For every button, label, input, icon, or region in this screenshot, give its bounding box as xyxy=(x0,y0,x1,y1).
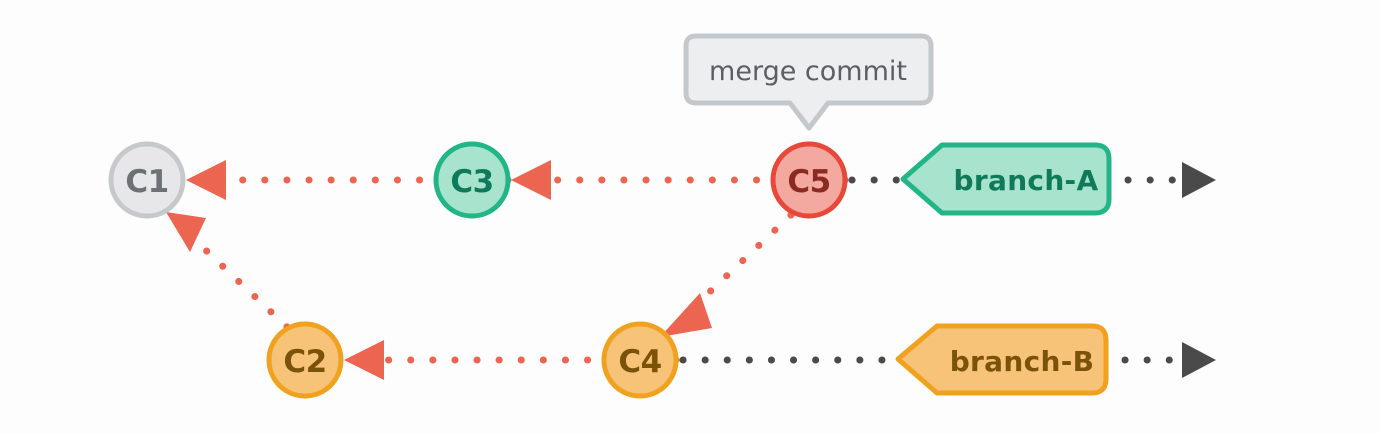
branch-b-label: branch-B xyxy=(950,345,1095,378)
edge-c4-to-c2 xyxy=(344,340,680,380)
c4-circle xyxy=(601,321,679,399)
c3-label: C3 xyxy=(450,164,493,200)
branch-a-shape xyxy=(900,142,1112,216)
commit-node-c1[interactable]: C1 xyxy=(108,141,186,219)
commit-node-c2[interactable]: C2 xyxy=(266,321,344,399)
c2-circle xyxy=(266,321,344,399)
c5-circle xyxy=(770,141,848,219)
head-arrow-a xyxy=(1182,162,1216,198)
edge-c2-to-c1 xyxy=(166,212,291,331)
edge-c5-to-c4 xyxy=(660,211,795,337)
branch-tag-branch-a[interactable]: branch-A xyxy=(900,142,1112,216)
c5-label: C5 xyxy=(787,164,830,200)
c1-label: C1 xyxy=(125,164,168,200)
edge-branch-b-to-head xyxy=(1121,342,1216,378)
head-arrow-b xyxy=(1182,342,1216,378)
branch-b-shape xyxy=(895,323,1109,396)
edge-c5-to-c3 xyxy=(511,160,849,200)
edge-branch-a-to-head xyxy=(1124,162,1216,198)
tooltip-bubble xyxy=(683,33,934,131)
c3-circle xyxy=(433,141,511,219)
c1-circle xyxy=(108,141,186,219)
merge-commit-tooltip: merge commit xyxy=(683,33,934,131)
c2-label: C2 xyxy=(283,344,326,380)
commit-node-c3[interactable]: C3 xyxy=(433,141,511,219)
tooltip-text: merge commit xyxy=(709,56,907,87)
branch-tag-branch-b[interactable]: branch-B xyxy=(895,323,1109,396)
commit-node-c5[interactable]: C5 xyxy=(770,141,848,219)
c4-label: C4 xyxy=(618,344,661,380)
commit-node-c4[interactable]: C4 xyxy=(601,321,679,399)
branch-a-label: branch-A xyxy=(954,164,1099,197)
